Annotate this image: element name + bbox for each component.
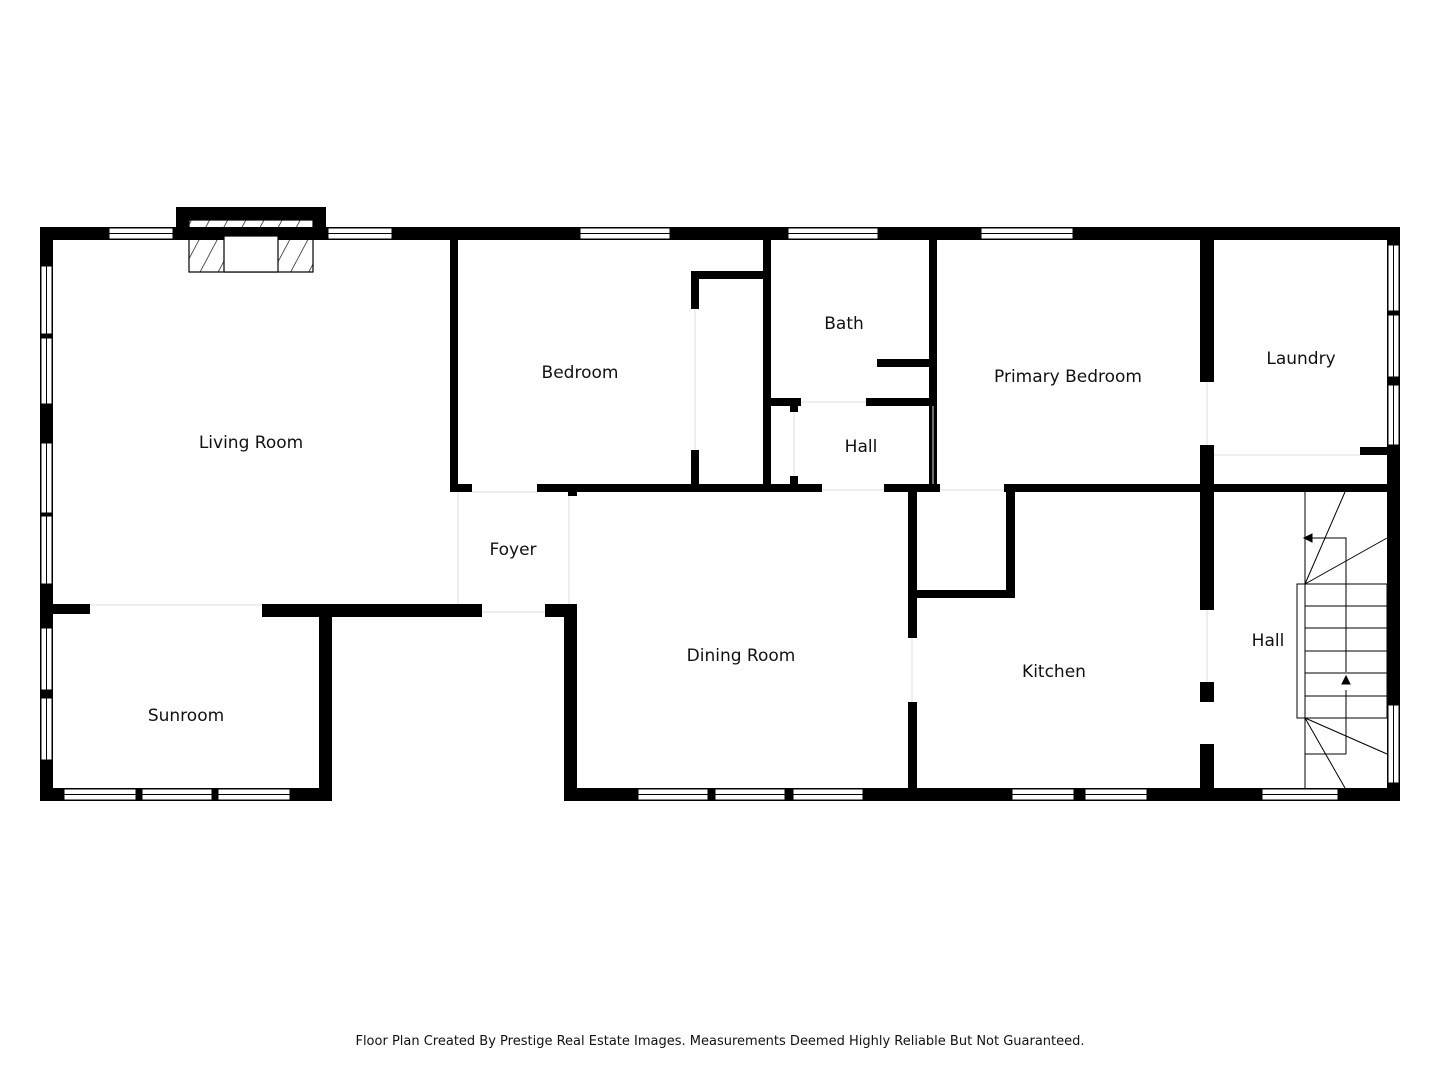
staircase: [1296, 491, 1388, 789]
room-label-hall-stairs: Hall: [1251, 631, 1285, 651]
room-label-laundry: Laundry: [1266, 349, 1336, 369]
room-label-dining-room: Dining Room: [686, 646, 796, 666]
openings: [90, 309, 1360, 702]
room-label-kitchen: Kitchen: [1022, 662, 1086, 682]
room-label-bath: Bath: [824, 314, 864, 334]
walls: [40, 207, 1400, 801]
room-label-living-room: Living Room: [198, 433, 304, 453]
footer-disclaimer: Floor Plan Created By Prestige Real Esta…: [355, 1034, 1085, 1049]
windows: [40, 227, 1400, 801]
room-label-hall-upper: Hall: [844, 437, 878, 457]
room-label-sunroom: Sunroom: [147, 706, 225, 726]
room-label-bedroom: Bedroom: [541, 363, 619, 383]
room-label-foyer: Foyer: [489, 540, 537, 560]
room-label-primary-bedroom: Primary Bedroom: [994, 367, 1142, 387]
fireplace: [188, 219, 314, 273]
